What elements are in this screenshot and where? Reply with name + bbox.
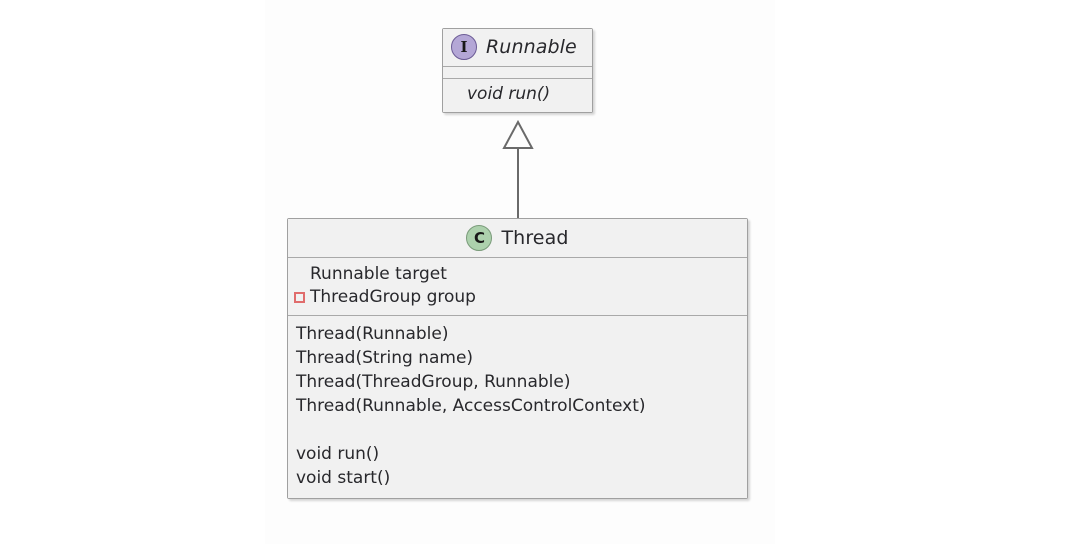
member-label: Thread(ThreadGroup, Runnable) [296,371,571,392]
class-method-list: Thread(Runnable) Thread(String name) Thr… [288,316,747,498]
member-label: Thread(Runnable, AccessControlContext) [296,395,646,416]
interface-title: Runnable [486,36,577,58]
table-row: Thread(ThreadGroup, Runnable) [296,370,739,394]
member-label: void run() [296,443,380,464]
interface-methods-compartment: void run() [443,78,592,112]
member-label: ThreadGroup group [310,287,476,307]
class-stereotype-icon: C [466,225,493,251]
interface-fields-compartment [443,66,592,78]
member-label: Thread(String name) [296,347,474,368]
method-separator [296,418,739,442]
table-row: void start() [296,466,739,490]
table-row: void run() [296,442,739,466]
class-field-list: Runnable target ThreadGroup group [288,258,747,315]
visibility-marker-private-icon [294,292,305,303]
class-header: C Thread [288,219,747,257]
class-methods-compartment: Thread(Runnable) Thread(String name) Thr… [288,315,747,498]
table-row: Thread(Runnable) [296,322,739,346]
member-label: Thread(Runnable) [296,323,449,344]
table-row: Runnable target [294,263,739,286]
table-row: Thread(Runnable, AccessControlContext) [296,394,739,418]
interface-stereotype-icon: I [451,34,477,60]
table-row: Thread(String name) [296,346,739,370]
member-label: void start() [296,467,391,488]
member-row: void run() [451,83,584,106]
diagram-canvas: I Runnable void run() C Thread [265,0,775,544]
uml-class-thread[interactable]: C Thread Runnable target ThreadGroup gro… [287,218,748,499]
interface-header: I Runnable [443,29,592,66]
uml-interface-runnable[interactable]: I Runnable void run() [442,28,593,113]
member-label: void run() [467,84,551,104]
class-title: Thread [501,227,569,249]
table-row: ThreadGroup group [294,286,739,309]
generalization-arrowhead-icon [502,120,534,149]
member-label: Runnable target [310,264,447,284]
class-fields-compartment: Runnable target ThreadGroup group [288,257,747,315]
generalization-connector [502,120,534,220]
interface-method-list: void run() [443,79,592,112]
